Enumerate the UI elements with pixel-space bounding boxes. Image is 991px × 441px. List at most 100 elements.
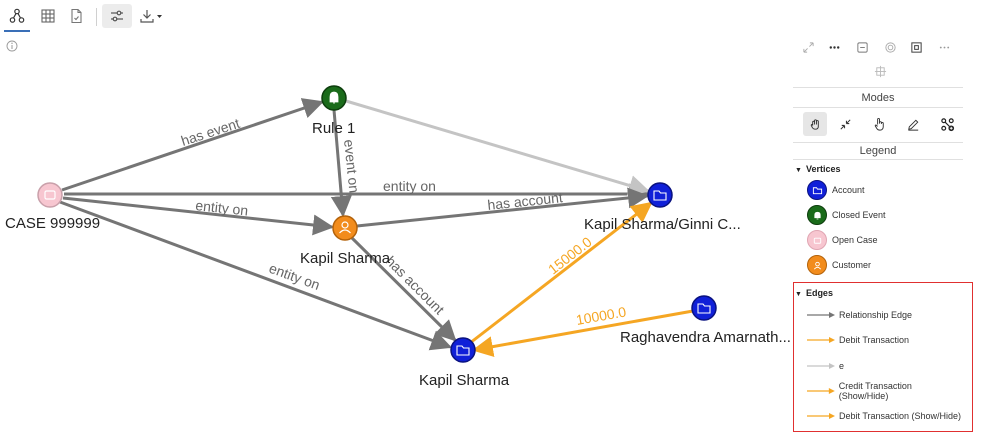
edge-label-entity-on-top: entity on	[383, 178, 436, 194]
node-rule[interactable]: Rule 1	[312, 85, 355, 137]
legend-edge-label: Debit Transaction (Show/Hide)	[839, 411, 962, 421]
orange-arrow-icon	[807, 413, 835, 419]
legend-title: Legend	[793, 142, 963, 160]
folder-icon	[697, 303, 711, 314]
expand-button[interactable]	[799, 38, 817, 56]
legend-edge-debit[interactable]: Debit Transaction	[807, 329, 909, 351]
side-panel: Modes Legend ▼Vertices Account Closed Ev…	[793, 34, 973, 434]
node-ginni[interactable]: Kapil Sharma/Ginni C...	[584, 182, 741, 233]
vertices-group-toggle[interactable]: ▼Vertices	[795, 164, 840, 174]
person-icon	[807, 255, 827, 275]
edge-has-event[interactable]	[61, 98, 324, 192]
node-label-raghavendra: Raghavendra Amarnath...	[620, 329, 791, 346]
legend-edge-relationship[interactable]: Relationship Edge	[807, 304, 912, 326]
pointer-hand-icon	[874, 117, 884, 131]
node-label-customer: Kapil Sharma	[300, 250, 391, 267]
edge-label-event-on: event on	[341, 139, 363, 194]
edge-raghavendra-to-account[interactable]	[471, 309, 694, 358]
focus-button[interactable]	[881, 38, 899, 56]
caret-down-icon: ▼	[795, 291, 802, 298]
vertices-group-title: Vertices	[805, 164, 841, 174]
node-label-ginni: Kapil Sharma/Ginni C...	[584, 216, 741, 233]
filter-settings-button[interactable]	[105, 4, 129, 28]
light-gray-arrow-icon	[807, 363, 835, 369]
edge-event-on[interactable]	[330, 109, 352, 218]
edge-label-entity-on-mid: entity on	[195, 197, 249, 218]
case-icon	[44, 190, 56, 200]
legend-edge-e[interactable]: e	[807, 355, 844, 377]
node-label-case: CASE 999999	[5, 215, 100, 232]
toolbar-divider	[96, 8, 97, 26]
filter-button-background	[102, 4, 132, 28]
mode-shrink-button[interactable]	[833, 112, 857, 136]
person-icon	[341, 221, 349, 229]
more-options-button[interactable]	[825, 38, 843, 56]
ellipsis-light-icon	[939, 46, 949, 48]
caret-down-icon: ▼	[795, 167, 802, 174]
edge-customer-to-account[interactable]	[350, 236, 457, 342]
legend-edge-label: Debit Transaction	[839, 335, 910, 345]
active-tab-indicator	[4, 30, 30, 32]
node-customer[interactable]: Kapil Sharma	[300, 215, 391, 267]
legend-vertex-open-case[interactable]: Open Case	[807, 229, 878, 251]
edge-rule-to-ginni[interactable]	[345, 99, 651, 196]
panel-toolbar	[793, 34, 963, 88]
legend-vertex-account[interactable]: Account	[807, 179, 865, 201]
edge-case-to-customer[interactable]	[62, 196, 335, 236]
legend-vertex-label: Closed Event	[832, 210, 886, 220]
mode-edit-button[interactable]	[901, 112, 925, 136]
edges-group-toggle[interactable]: ▼Edges	[795, 288, 833, 298]
table-view-button[interactable]	[36, 4, 60, 28]
edit-icon	[907, 119, 918, 131]
graph-canvas[interactable]: has event event on entity on entity on e…	[0, 60, 791, 441]
fit-button[interactable]	[907, 38, 925, 56]
mode-pan-button[interactable]	[803, 112, 827, 136]
toolbar	[0, 0, 260, 36]
graph-svg[interactable]: has event event on entity on entity on e…	[0, 60, 791, 441]
node-account[interactable]: Kapil Sharma	[419, 337, 510, 389]
target-icon	[884, 41, 896, 53]
download-icon	[140, 10, 162, 23]
edge-account-to-ginni-amount[interactable]	[469, 201, 653, 345]
document-view-button[interactable]	[64, 4, 88, 28]
download-button[interactable]	[136, 4, 166, 28]
expand-icon	[802, 41, 814, 53]
legend-edge-credit-toggle[interactable]: Credit Transaction (Show/Hide)	[807, 380, 963, 402]
table-view-icon	[41, 9, 55, 23]
edge-case-to-account[interactable]	[59, 200, 452, 351]
info-icon[interactable]	[6, 40, 18, 52]
fit-screen-icon	[910, 41, 922, 53]
minus-box-icon	[856, 41, 868, 53]
legend-edge-debit-toggle[interactable]: Debit Transaction (Show/Hide)	[807, 405, 961, 427]
more-options-secondary-button[interactable]	[935, 38, 953, 56]
legend-vertex-closed-event[interactable]: Closed Event	[807, 204, 886, 226]
case-icon	[807, 230, 827, 250]
node-label-account: Kapil Sharma	[419, 372, 510, 389]
collapse-button[interactable]	[853, 38, 871, 56]
edge-customer-to-ginni[interactable]	[356, 187, 650, 228]
mode-select-button[interactable]	[867, 112, 891, 136]
folder-icon	[653, 190, 667, 201]
legend-vertex-customer[interactable]: Customer	[807, 254, 871, 276]
grid-layout-icon	[874, 65, 886, 77]
graph-view-button[interactable]	[5, 4, 29, 28]
layout-button[interactable]	[871, 62, 889, 80]
orange-arrow-icon	[807, 388, 835, 394]
edge-label-amount-15000: 15000.0	[545, 233, 595, 277]
legend-edge-label: Relationship Edge	[839, 310, 913, 320]
node-label-rule: Rule 1	[312, 120, 355, 137]
bell-icon	[329, 91, 339, 104]
node-raghavendra[interactable]: Raghavendra Amarnath...	[620, 295, 791, 346]
edge-label-has-account-2: has account	[383, 253, 448, 318]
legend-edge-label: Credit Transaction (Show/Hide)	[838, 381, 912, 401]
ellipsis-icon	[829, 45, 839, 49]
legend-vertex-label: Account	[832, 185, 865, 195]
mode-connect-button[interactable]	[935, 112, 959, 136]
edge-label-has-event: has event	[179, 115, 242, 149]
node-case[interactable]: CASE 999999	[5, 182, 100, 232]
shrink-arrows-icon	[839, 118, 851, 130]
folder-icon	[807, 180, 827, 200]
modes-title: Modes	[793, 92, 963, 108]
legend-vertex-label: Customer	[832, 260, 872, 270]
filter-settings-icon	[111, 10, 123, 22]
